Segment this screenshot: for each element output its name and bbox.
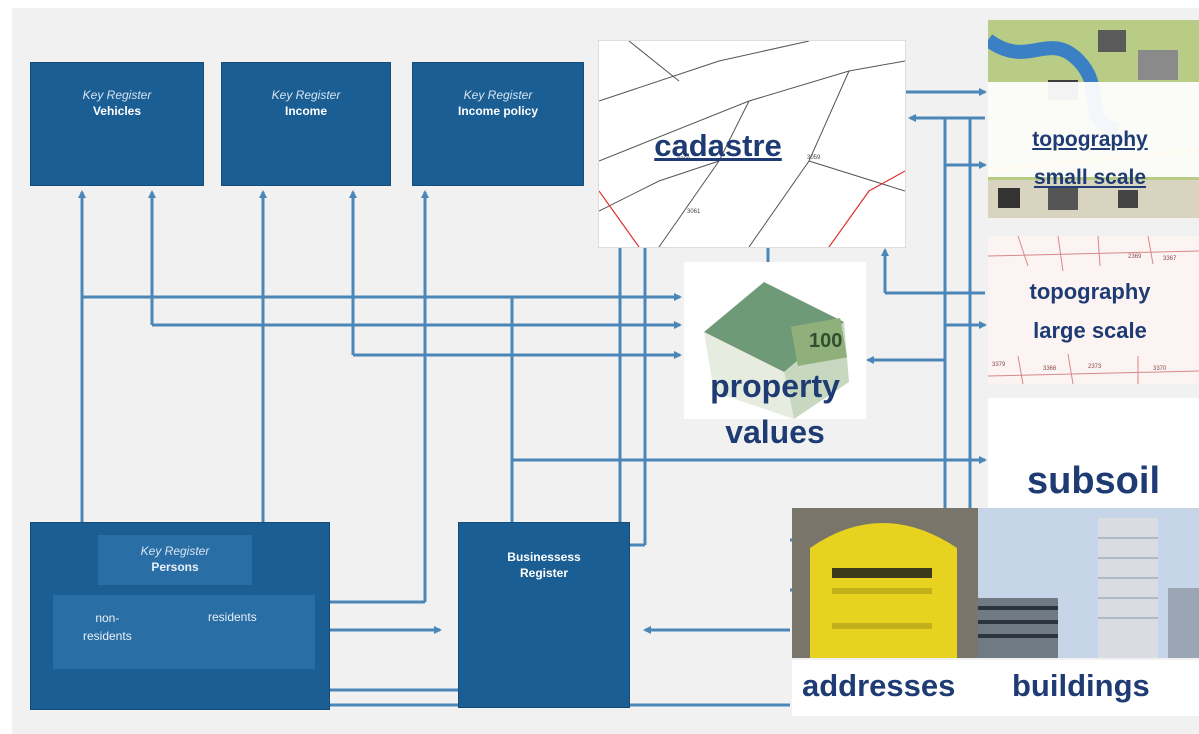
topography-small-label-line1[interactable]: topography bbox=[1032, 128, 1148, 151]
topography-large-image: 3379 3366 2373 3370 2369 3367 bbox=[988, 236, 1199, 384]
property-values-label-line1: property bbox=[710, 368, 840, 404]
banknote-value: 100 bbox=[809, 330, 842, 352]
cadastre-label[interactable]: cadastre bbox=[654, 128, 782, 163]
topography-large-map-number: 2369 bbox=[1128, 254, 1142, 260]
cadastre-map: 3059 3061 3060 bbox=[599, 41, 905, 247]
businesses-register-name: Businessess Register bbox=[507, 550, 581, 580]
key-register-vehicles: Key Register Vehicles bbox=[30, 62, 204, 186]
key-register-kind: Key Register bbox=[140, 544, 210, 558]
cadastre-map-number: 3059 bbox=[807, 155, 821, 161]
cadastre-map-number: 3061 bbox=[687, 209, 701, 215]
topography-small-label-line2[interactable]: small scale bbox=[1033, 166, 1147, 189]
cadastre-image: 3059 3061 3060 bbox=[598, 40, 906, 248]
topography-small-label-panel bbox=[988, 82, 1199, 177]
non-residents-label: non- residents bbox=[83, 611, 132, 643]
property-values-image: 100 bbox=[684, 262, 866, 419]
key-register-name: Vehicles bbox=[92, 104, 142, 118]
businesses-register: Businessess Register bbox=[458, 522, 630, 708]
residents-label: residents bbox=[208, 610, 257, 624]
addresses-label: addresses bbox=[802, 668, 956, 703]
key-register-name: Income bbox=[284, 104, 327, 118]
key-register-name: Persons bbox=[151, 560, 199, 574]
addresses-image bbox=[792, 508, 978, 658]
buildings-label: buildings bbox=[1012, 668, 1150, 703]
key-register-kind: Key Register bbox=[271, 88, 341, 102]
subsoil-label: subsoil bbox=[1026, 460, 1161, 502]
topography-large-map-number: 2373 bbox=[1088, 364, 1102, 370]
topography-large-label-line2: large scale bbox=[1033, 318, 1147, 343]
topography-large-map-number: 3367 bbox=[1163, 256, 1177, 262]
key-register-persons: Key Register Persons non- residents resi… bbox=[30, 522, 330, 710]
key-register-income-policy: Key Register Income policy bbox=[412, 62, 584, 186]
property-values-label-line2: values bbox=[725, 414, 825, 450]
cadastre-map-number: 3060 bbox=[677, 157, 691, 163]
topography-large-map-number: 3366 bbox=[1043, 366, 1057, 372]
key-register-kind: Key Register bbox=[82, 88, 152, 102]
buildings-illustration bbox=[978, 508, 1199, 658]
subsoil-panel bbox=[988, 398, 1199, 516]
buildings-image bbox=[978, 508, 1199, 658]
persons-categories: non- residents residents bbox=[53, 595, 315, 669]
addresses-buildings-label-panel bbox=[792, 660, 1199, 716]
topography-large-map-number: 3370 bbox=[1153, 366, 1167, 372]
persons-title-block: Key Register Persons bbox=[98, 535, 252, 585]
mailbox-illustration bbox=[792, 508, 978, 658]
key-register-kind: Key Register bbox=[463, 88, 533, 102]
key-register-income: Key Register Income bbox=[221, 62, 391, 186]
topography-large-label-line1: topography bbox=[1029, 279, 1151, 304]
topography-large-map-number: 3379 bbox=[992, 362, 1006, 368]
money-house-illustration: 100 bbox=[704, 282, 849, 419]
key-register-name: Income policy bbox=[457, 104, 539, 118]
topography-large-map: 3379 3366 2373 3370 2369 3367 bbox=[988, 236, 1199, 384]
